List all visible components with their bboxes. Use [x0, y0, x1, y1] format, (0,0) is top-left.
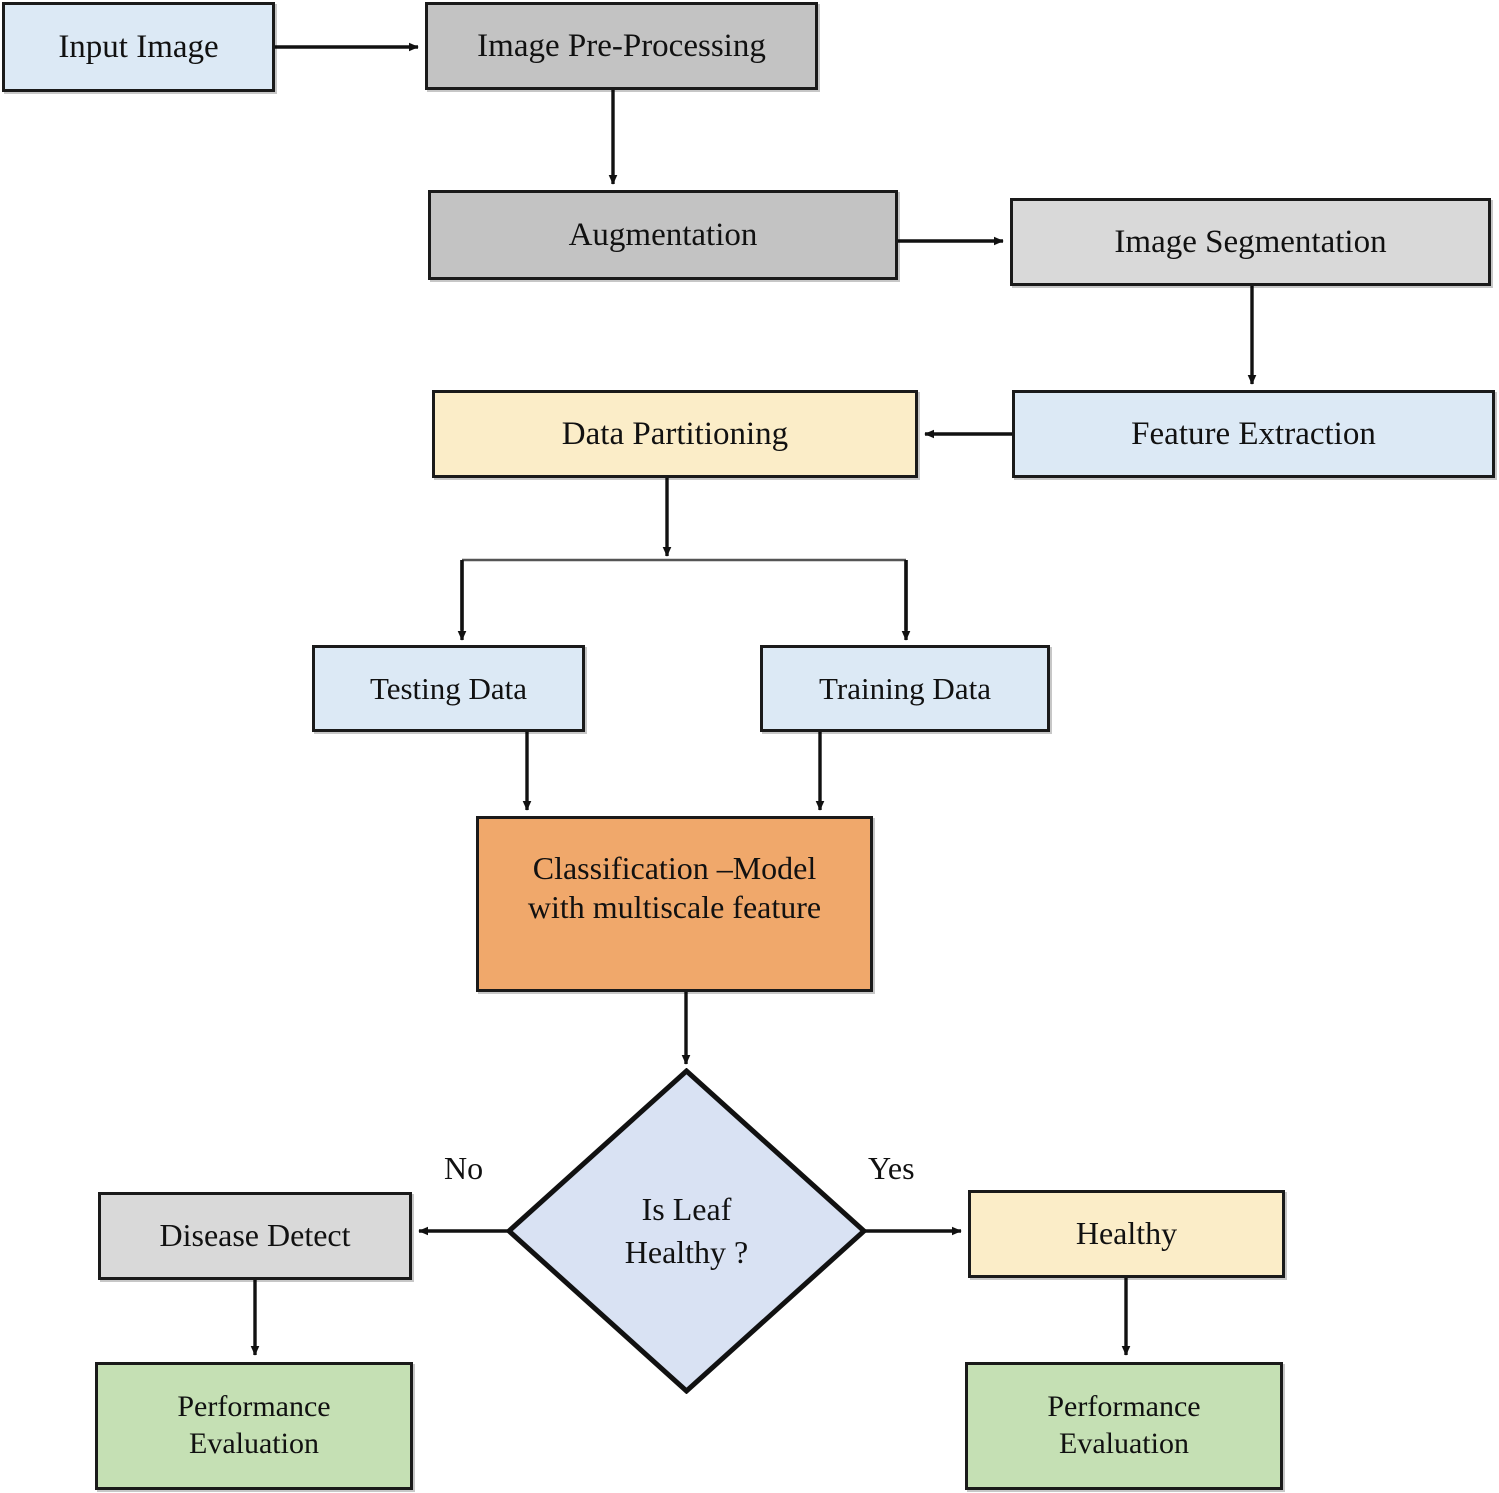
node-performance-evaluation-right[interactable]: Performance Evaluation [965, 1362, 1283, 1490]
node-healthy[interactable]: Healthy [968, 1190, 1285, 1278]
node-augmentation[interactable]: Augmentation [428, 190, 898, 280]
node-classification-model-label: Classification –Model with multiscale fe… [527, 849, 822, 925]
node-image-preprocessing[interactable]: Image Pre-Processing [425, 2, 818, 90]
node-feature-extraction-label: Feature Extraction [1131, 415, 1376, 452]
node-healthy-label: Healthy [1075, 1215, 1178, 1252]
node-performance-evaluation-left-label: Performance Evaluation [177, 1390, 331, 1460]
edge-label-yes: Yes [868, 1150, 915, 1186]
node-training-data-label: Training Data [819, 670, 991, 706]
node-decision-is-leaf-healthy[interactable]: Is Leaf Healthy ? [506, 1068, 867, 1394]
node-augmentation-label: Augmentation [568, 216, 758, 253]
diamond-shape [506, 1068, 867, 1394]
node-data-partitioning[interactable]: Data Partitioning [432, 390, 918, 478]
node-input-image[interactable]: Input Image [2, 2, 275, 92]
node-disease-detect-label: Disease Detect [159, 1217, 351, 1254]
node-training-data[interactable]: Training Data [760, 645, 1050, 732]
node-image-segmentation-label: Image Segmentation [1114, 223, 1387, 260]
edge-label-no: No [444, 1150, 484, 1186]
node-testing-data[interactable]: Testing Data [312, 645, 585, 732]
node-performance-evaluation-left[interactable]: Performance Evaluation [95, 1362, 413, 1490]
node-input-image-label: Input Image [58, 28, 219, 65]
node-image-segmentation[interactable]: Image Segmentation [1010, 198, 1491, 286]
node-disease-detect[interactable]: Disease Detect [98, 1192, 412, 1280]
node-testing-data-label: Testing Data [369, 670, 528, 706]
node-classification-model[interactable]: Classification –Model with multiscale fe… [476, 816, 873, 992]
node-decision-is-leaf-healthy-label: Is Leaf Healthy ? [624, 1190, 749, 1270]
node-feature-extraction[interactable]: Feature Extraction [1012, 390, 1495, 478]
node-data-partitioning-label: Data Partitioning [561, 415, 789, 452]
node-image-preprocessing-label: Image Pre-Processing [477, 27, 766, 64]
node-performance-evaluation-right-label: Performance Evaluation [1047, 1390, 1201, 1460]
